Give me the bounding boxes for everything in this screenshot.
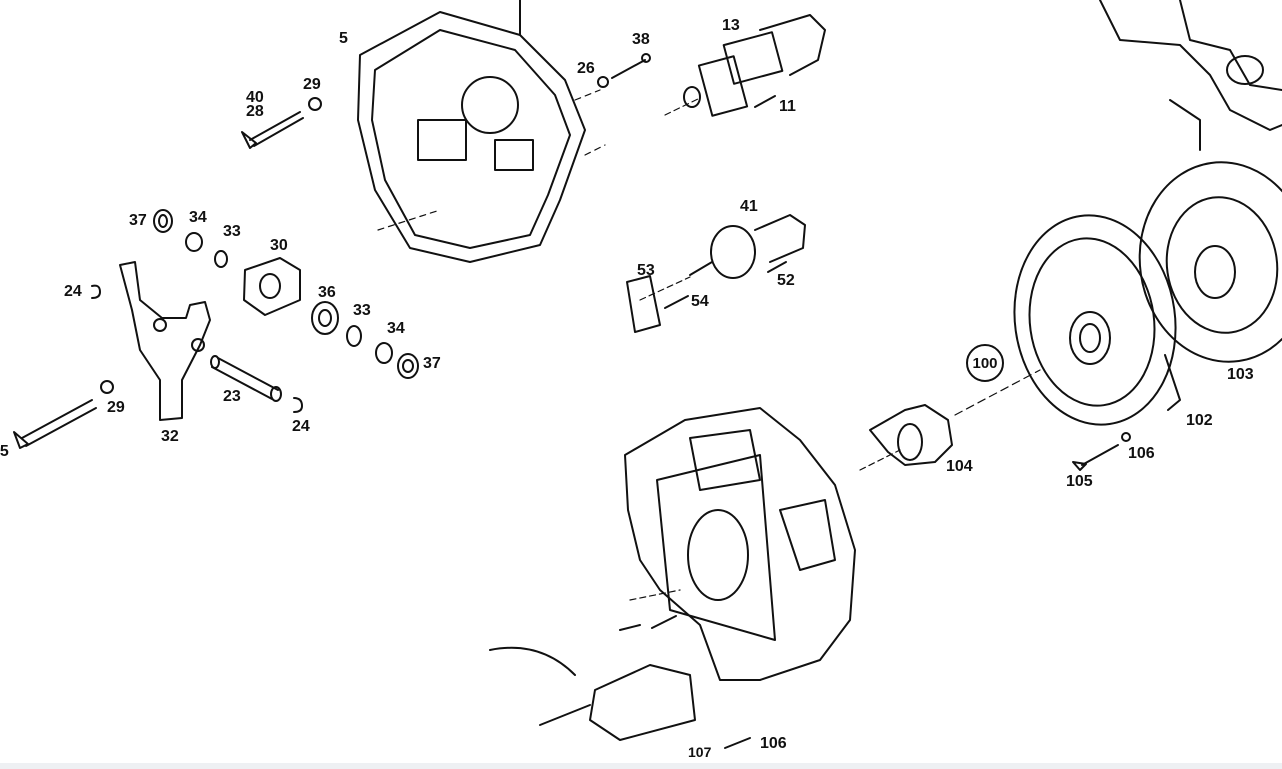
part-5-housing: [357, 0, 606, 263]
callout-23: 23: [223, 388, 241, 405]
part-104-release-bearing: [869, 369, 1041, 466]
part-30-bracket: [243, 257, 301, 316]
part-lower-housing: [624, 407, 901, 681]
viewer-bottom-bar: [0, 763, 1282, 769]
part-11-screw: [754, 95, 776, 108]
part-lower-actuator: [489, 615, 696, 741]
part-105-bolt: [1072, 444, 1119, 471]
callout-29-lower: 29: [107, 399, 125, 416]
part-35-bolt: [13, 399, 97, 449]
callout-5: 5: [339, 30, 348, 47]
callout-26: 26: [577, 60, 595, 77]
part-38-screw: [611, 53, 651, 79]
callout-36: 36: [318, 284, 336, 301]
callout-35: 35: [0, 443, 9, 460]
part-103-clutch-disc: [1138, 161, 1282, 363]
callout-38: 38: [632, 31, 650, 48]
callout-33-upper: 33: [223, 223, 241, 240]
callout-105: 105: [1066, 473, 1093, 490]
part-37-seal-bottom: [397, 353, 419, 379]
callout-34-lower: 34: [387, 320, 405, 337]
callout-33-lower: 33: [353, 302, 371, 319]
part-41-actuator: [639, 214, 806, 301]
callout-11: 11: [779, 98, 796, 115]
part-26-washer: [597, 76, 609, 88]
part-33-clip-top: [214, 250, 228, 268]
part-34-ring-top: [185, 232, 203, 252]
part-13-solenoid: [664, 14, 826, 117]
callout-30: 30: [270, 237, 288, 254]
callout-37-upper: 37: [129, 212, 147, 229]
callout-106-upper: 106: [1128, 445, 1155, 462]
part-24-clip-left: [91, 284, 101, 299]
callout-34-upper: 34: [189, 209, 207, 226]
part-34-ring-bottom: [375, 342, 393, 364]
part-23-pin: [210, 355, 282, 402]
callout-40: 40: [246, 89, 264, 106]
callout-54: 54: [691, 293, 709, 310]
callout-41: 41: [740, 198, 758, 215]
part-24-clip-right: [293, 397, 303, 413]
part-106-washer-upper: [1121, 432, 1131, 442]
callout-103: 103: [1227, 366, 1254, 383]
callout-104: 104: [946, 458, 973, 475]
callout-53: 53: [637, 262, 655, 279]
part-28-bolt: [241, 97, 322, 149]
callout-24-right: 24: [292, 418, 310, 435]
part-32-fork: [119, 261, 211, 421]
callout-24-left: 24: [64, 283, 82, 300]
part-37-seal-top: [153, 209, 173, 233]
part-engine-crank: [1099, 0, 1282, 151]
callout-37-lower: 37: [423, 355, 441, 372]
part-102-pressure-plate: [1013, 214, 1181, 426]
callout-106-lower: 106: [760, 735, 787, 752]
callout-32: 32: [161, 428, 179, 445]
callout-102: 102: [1186, 412, 1213, 429]
callout-29-upper: 29: [303, 76, 321, 93]
part-36-bearing: [311, 301, 339, 335]
part-107-screw: [724, 737, 751, 749]
part-54-screw: [664, 295, 689, 309]
callout-52: 52: [777, 272, 795, 289]
callout-107: 107: [688, 744, 712, 760]
callout-28: 28: [246, 103, 264, 120]
part-53-plate: [626, 275, 661, 333]
callout-100-circled: 100: [966, 344, 1004, 382]
part-29-washer-lower: [100, 380, 114, 394]
part-33-clip-bottom: [346, 325, 362, 347]
part-52-screw: [767, 261, 787, 273]
callout-13: 13: [722, 17, 740, 34]
